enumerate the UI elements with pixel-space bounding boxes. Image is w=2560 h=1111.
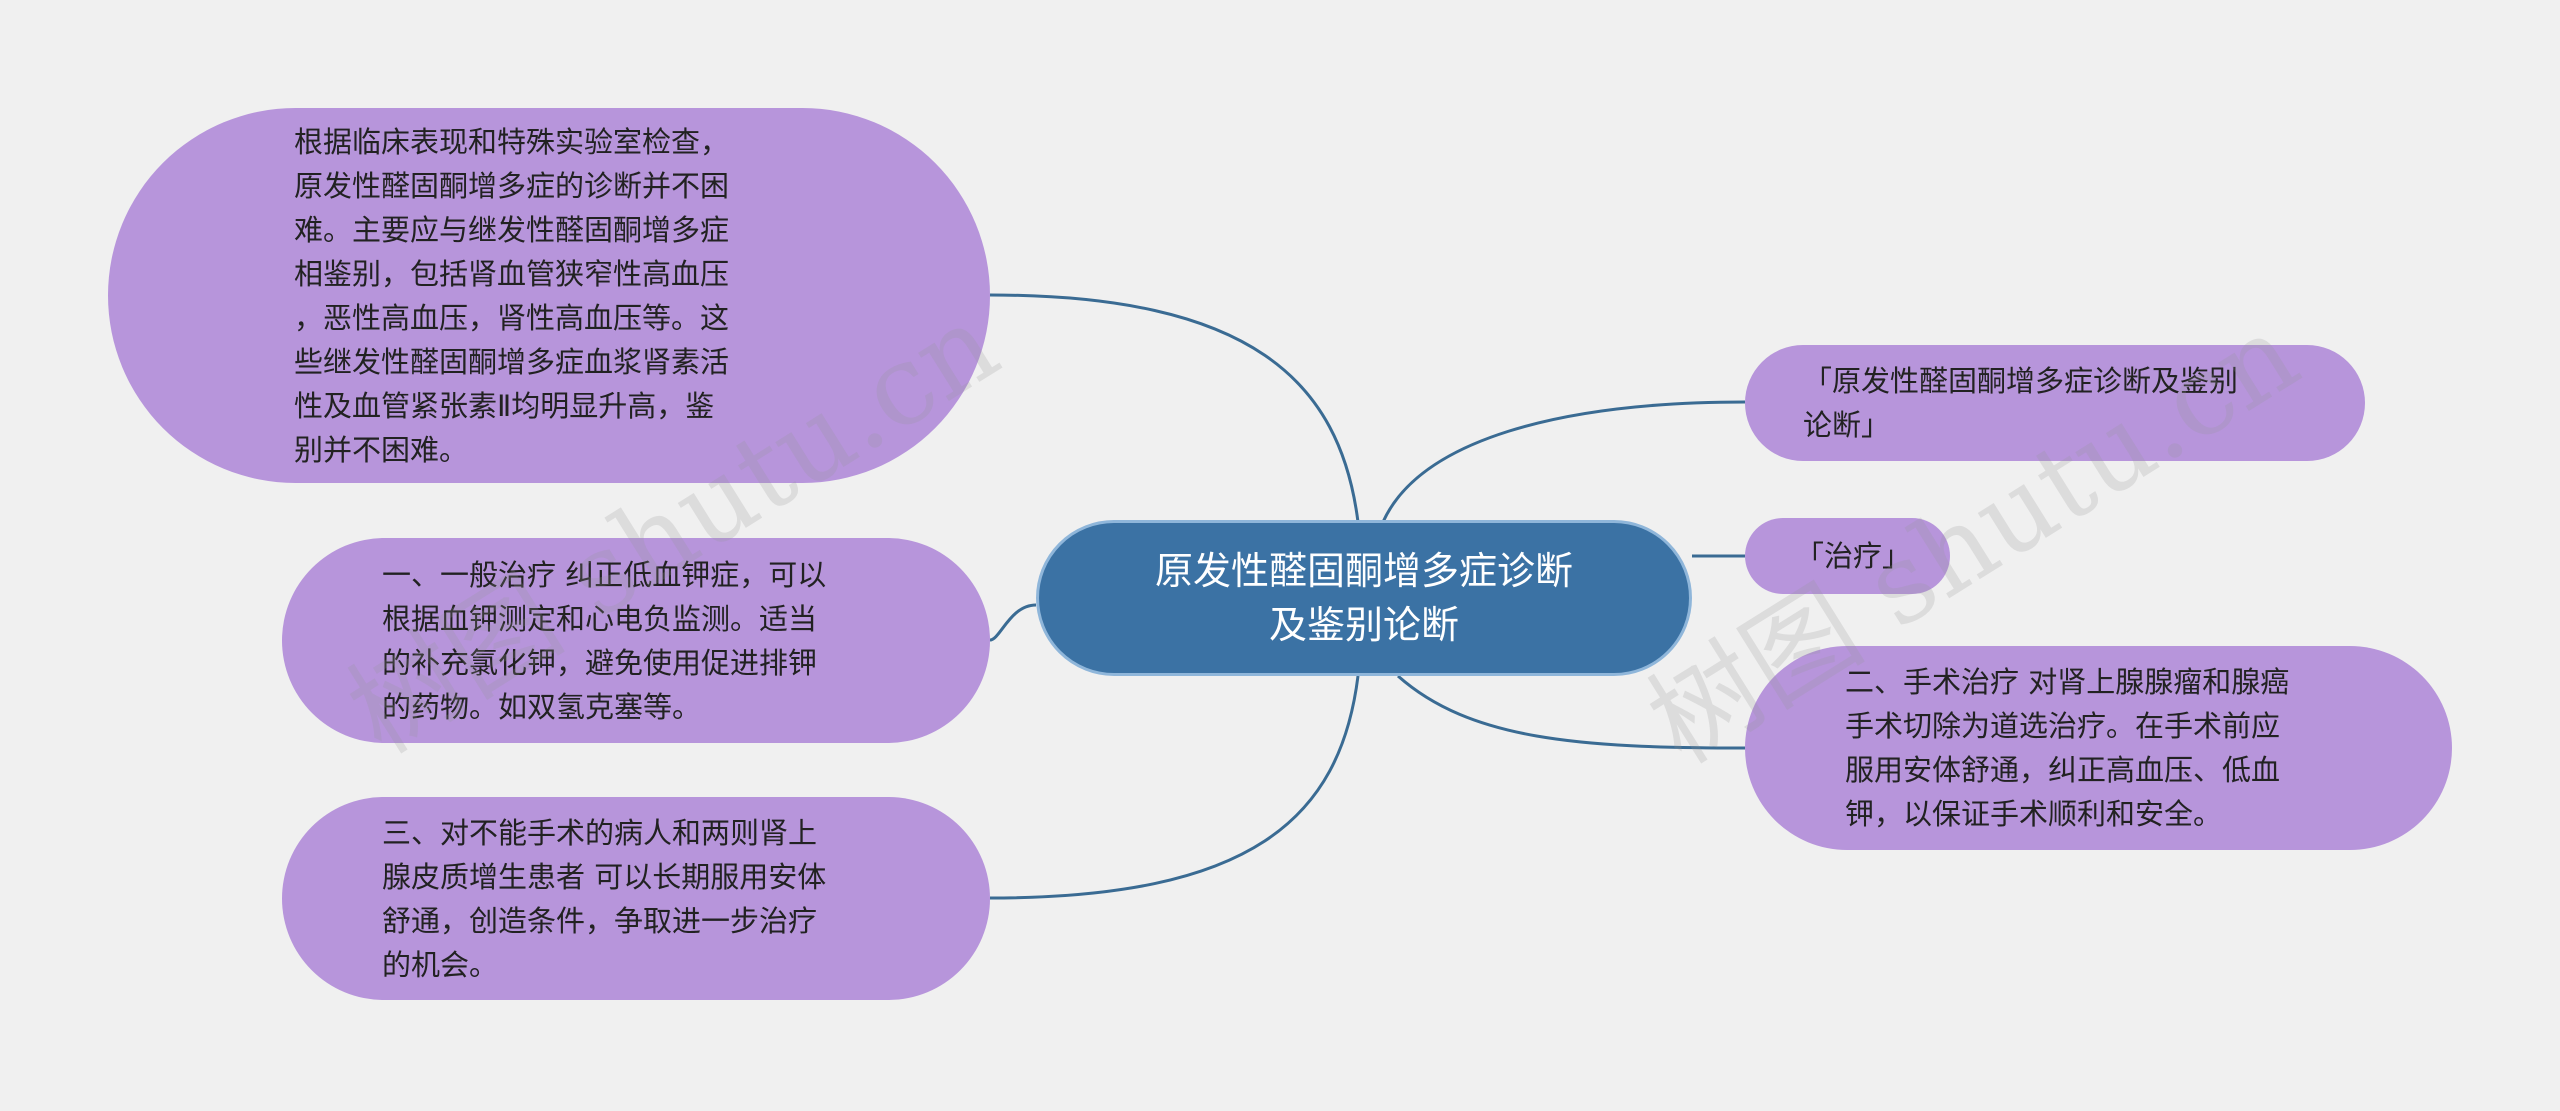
left-node-diagnosis-text: 根据临床表现和特殊实验室检查， 原发性醛固酮增多症的诊断并不困 难。主要应与继发…	[294, 124, 730, 467]
center-topic-text: 原发性醛固酮增多症诊断 及鉴别论断	[1154, 549, 1573, 647]
center-topic-node[interactable]: 原发性醛固酮增多症诊断 及鉴别论断	[1036, 520, 1692, 676]
right-node-title-tag[interactable]: 「原发性醛固酮增多症诊断及鉴别 论断」	[1745, 345, 2365, 461]
right-node-title-tag-text: 「原发性醛固酮增多症诊断及鉴别 论断」	[1803, 364, 2239, 442]
left-node-general-treatment[interactable]: 一、一般治疗 纠正低血钾症，可以 根据血钾测定和心电负监测。适当 的补充氯化钾，…	[282, 538, 990, 743]
connector-right-2	[1397, 674, 1746, 750]
right-node-surgical-treatment-text: 二、手术治疗 对肾上腺腺瘤和腺癌 手术切除为道选治疗。在手术前应 服用安体舒通，…	[1845, 665, 2290, 831]
connector-left-1	[989, 603, 1037, 642]
right-node-surgical-treatment[interactable]: 二、手术治疗 对肾上腺腺瘤和腺癌 手术切除为道选治疗。在手术前应 服用安体舒通，…	[1745, 646, 2452, 850]
left-node-nonsurgical-text: 三、对不能手术的病人和两则肾上 腺皮质增生患者 可以长期服用安体 舒通，创造条件…	[382, 815, 827, 982]
connector-left-0	[989, 293, 1360, 523]
connector-right-0	[1381, 400, 1746, 523]
left-node-general-treatment-text: 一、一般治疗 纠正低血钾症，可以 根据血钾测定和心电负监测。适当 的补充氯化钾，…	[382, 557, 827, 724]
right-node-treatment-tag[interactable]: 「治疗」	[1745, 518, 1950, 594]
right-node-treatment-tag-text: 「治疗」	[1795, 539, 1912, 573]
left-node-nonsurgical[interactable]: 三、对不能手术的病人和两则肾上 腺皮质增生患者 可以长期服用安体 舒通，创造条件…	[282, 797, 990, 1000]
left-node-diagnosis[interactable]: 根据临床表现和特殊实验室检查， 原发性醛固酮增多症的诊断并不困 难。主要应与继发…	[108, 108, 990, 483]
connector-left-2	[989, 675, 1360, 900]
